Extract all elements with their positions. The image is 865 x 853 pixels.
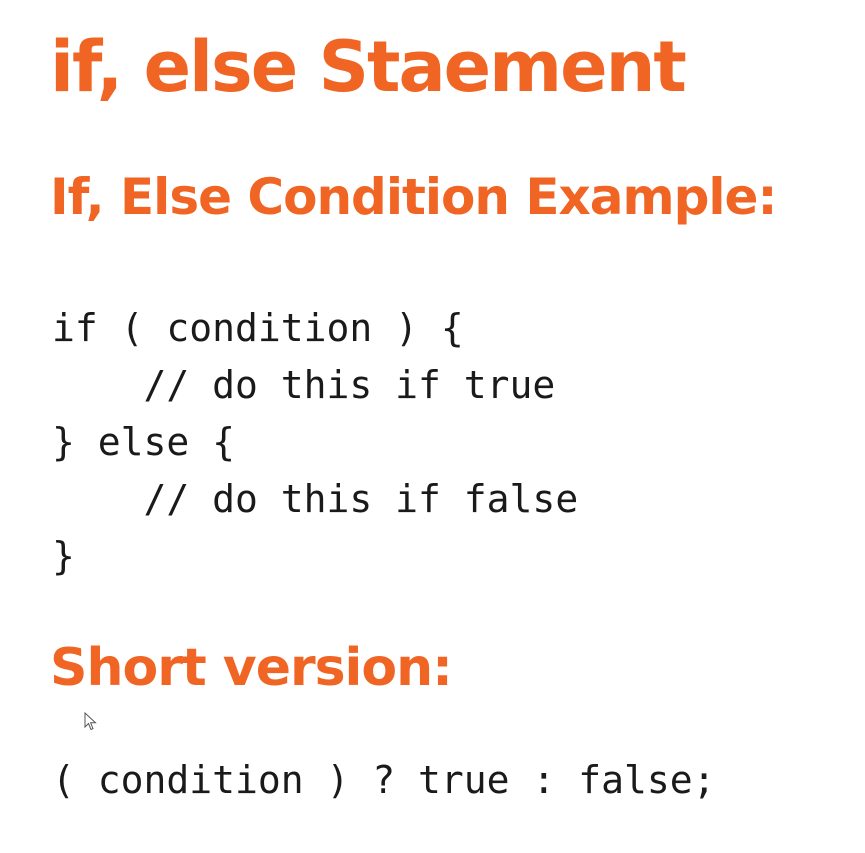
if-else-code-block: if ( condition ) { // do this if true } … — [52, 300, 578, 585]
code-line: // do this if true — [52, 363, 556, 407]
code-line: if ( condition ) { — [52, 306, 464, 350]
code-line: } — [52, 534, 75, 578]
mouse-pointer-icon — [84, 712, 97, 731]
slide-title: if, else Staement — [50, 26, 687, 108]
example-heading: If, Else Condition Example: — [50, 168, 777, 226]
ternary-code: ( condition ) ? true : false; — [52, 758, 716, 802]
code-line: // do this if false — [52, 477, 579, 521]
code-line: } else { — [52, 420, 236, 464]
short-version-heading: Short version: — [50, 638, 453, 698]
